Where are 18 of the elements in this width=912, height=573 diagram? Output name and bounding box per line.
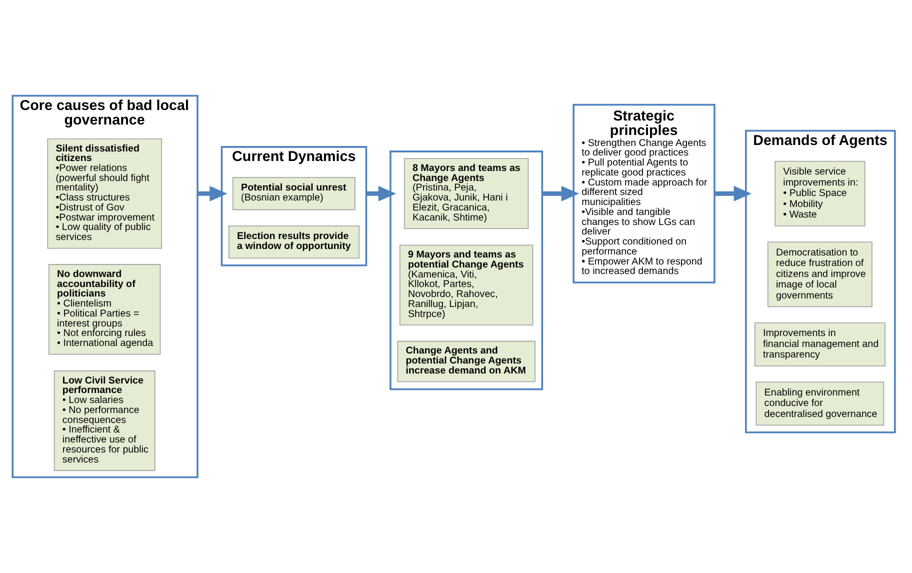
node-box: Low Civil Service performance • Low salaries • No performance consequences • Inefficient & ineffective use of resources for public services <box>54 370 156 471</box>
cluster <box>390 150 544 390</box>
node-box: Enabling environment conducive for decentralised governance <box>756 382 884 426</box>
node-box: Strategic principles • Strengthen Change Agents to deliver good practices • Pull potential Agents to replicate good practices • Custom made approach for different sized municipalities •Visible and tangible changes to show LGs can deliver •Support conditioned on performance • Empower AKM to respond to increased demands <box>572 104 716 284</box>
node-box: No downward accountability of politicians • Clientelism • Political Parties = interest groups • Not enforcing rules • International agenda <box>48 264 161 355</box>
arrow <box>366 186 396 202</box>
node-box: 8 Mayors and teams as Change Agents (Pristina, Peja, Gjakova, Junik, Hani i Elezit, Gracanica, Kacanik, Shtime) <box>404 158 529 230</box>
node-box: 9 Mayors and teams as potential Change Agents (Kamenica, Viti, Kllokot, Partes, Novobrdo, Rahovec, Ranillug, Lipjan, Shtrpce) <box>399 244 534 326</box>
node-box: Potential social unrest (Bosnian example) <box>232 177 356 210</box>
node-box: Democratisation to reduce frustration of citizens and improve image of local governments <box>767 242 872 308</box>
node-box: Visible service improvements in: • Public Space • Mobility • Waste <box>774 160 866 226</box>
node-box: Improvements in financial management and transparency <box>754 322 886 366</box>
arrow <box>198 186 228 202</box>
arrow <box>542 186 580 202</box>
node-box: Election results provide a window of opportunity <box>228 225 360 259</box>
arrow <box>714 186 752 202</box>
node-box: Change Agents and potential Change Agents increase demand on AKM <box>397 340 536 382</box>
node-box: Silent dissatisfied citizens •Power relations (powerful should fight mentality) •Class structures •Distrust of Gov •Postwar improvement • Low quality of public services <box>47 138 162 249</box>
